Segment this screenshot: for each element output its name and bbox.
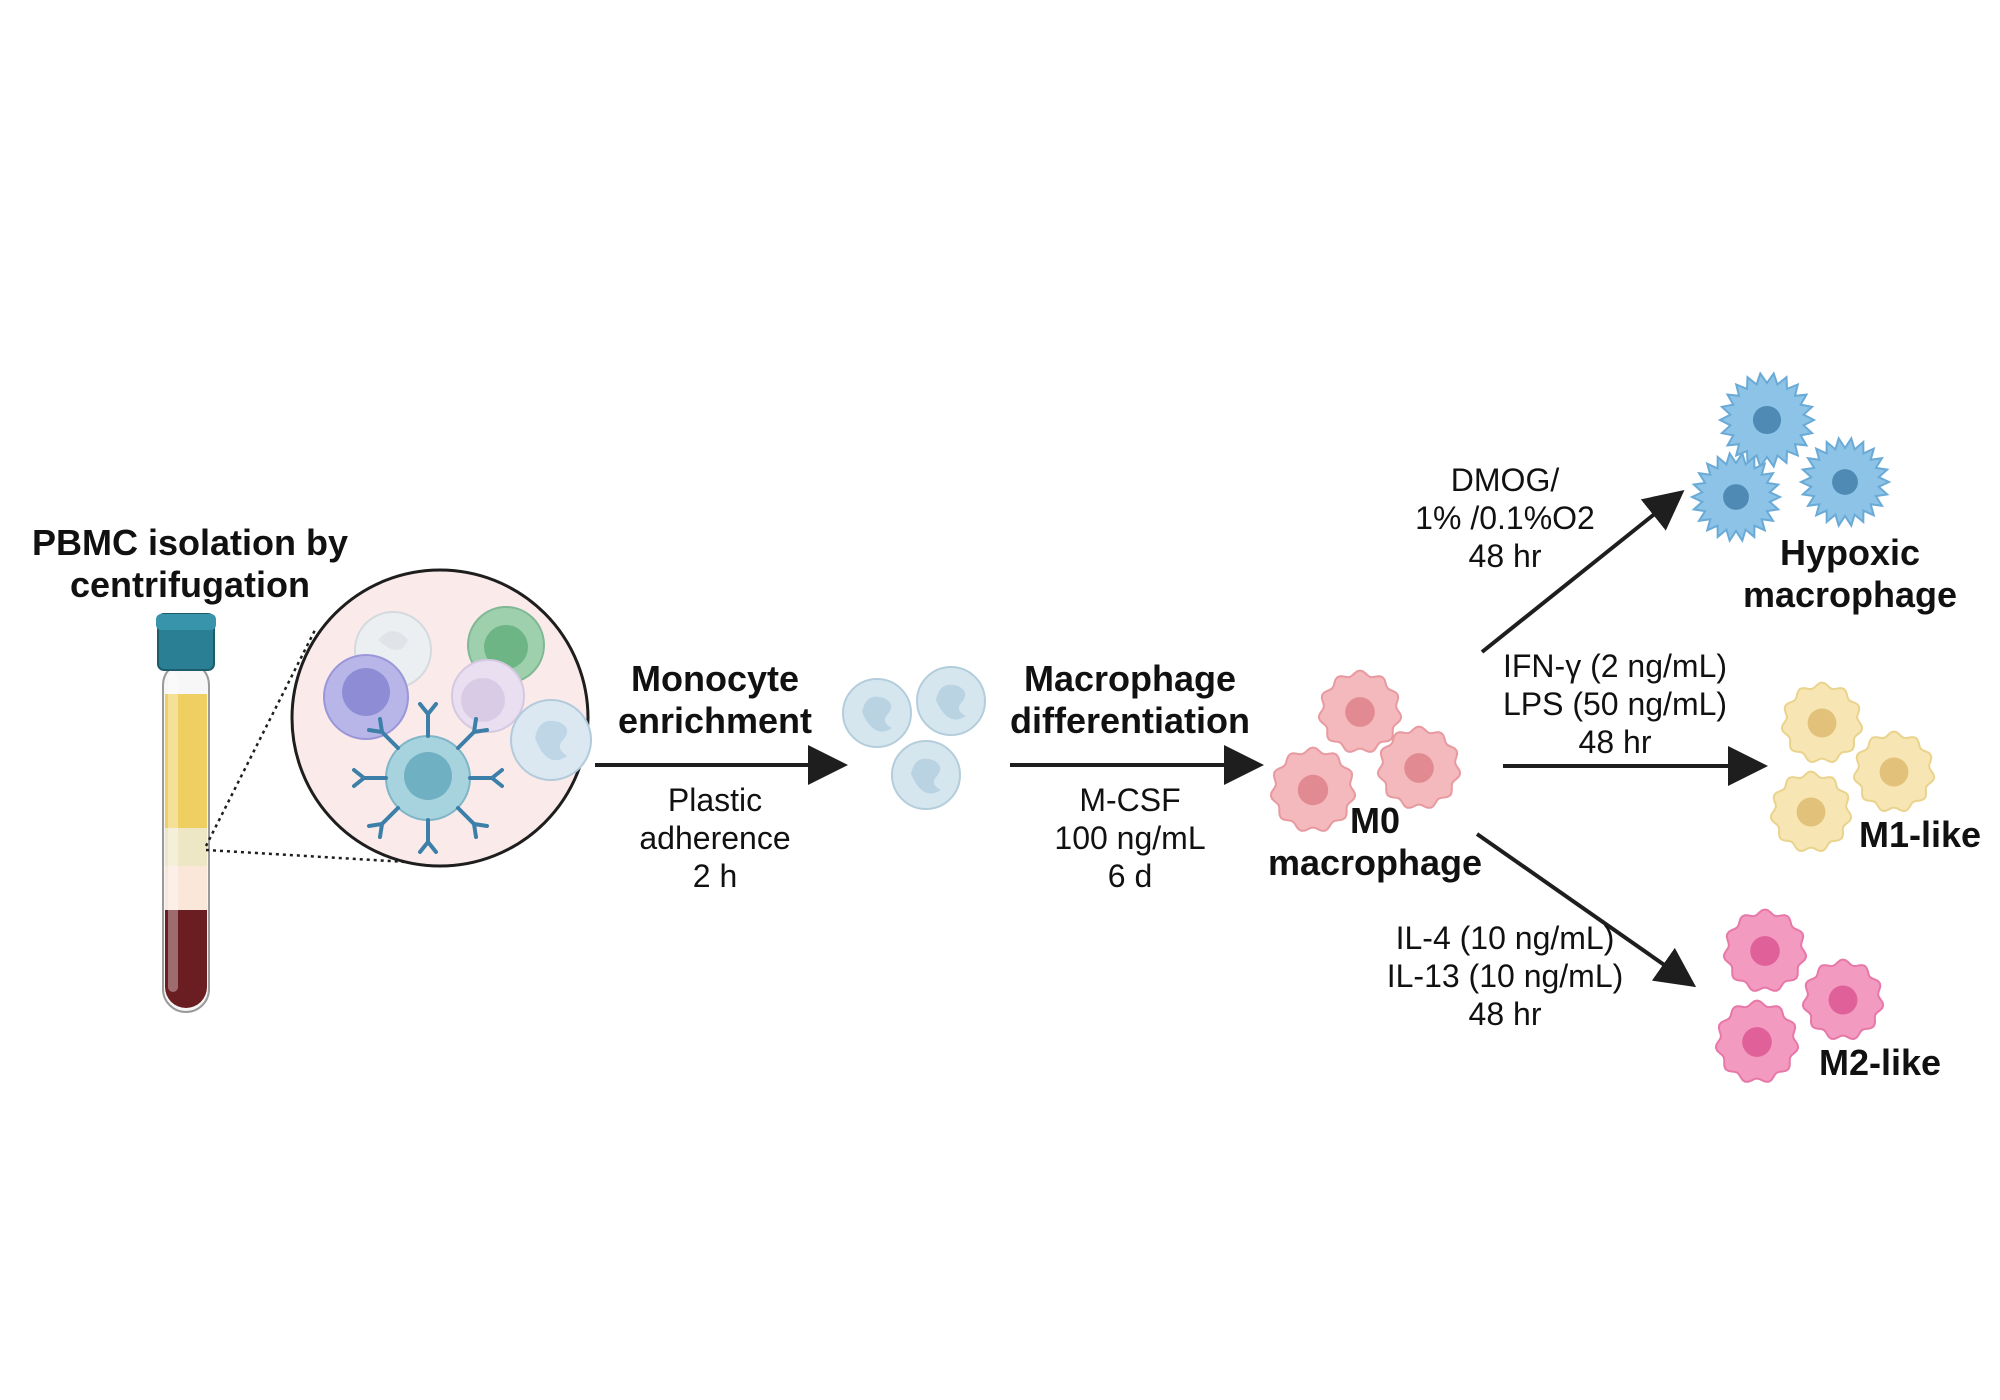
- cell-nucleus: [1752, 405, 1782, 435]
- monocyte-icon: [916, 666, 986, 736]
- enrichment-conditions: Plastic adherence 2 h: [639, 782, 791, 894]
- cell-nucleus: [1828, 985, 1858, 1015]
- cell-nucleus: [1832, 469, 1858, 495]
- tube-cap-top: [156, 614, 216, 630]
- m0-title: M0 macrophage: [1267, 800, 1483, 884]
- m1-macrophage-group: [1769, 681, 1936, 852]
- m2-conditions: IL-4 (10 ng/mL) IL-13 (10 ng/mL) 48 hr: [1386, 920, 1624, 1032]
- macrophage-icon: [1714, 999, 1800, 1083]
- b-cell-icon: [352, 702, 504, 854]
- enrichment-title: Monocyte enrichment: [617, 658, 813, 742]
- m2-title: M2-like: [1818, 1042, 1942, 1083]
- differentiation-conditions: M-CSF 100 ng/mL 6 d: [1054, 782, 1206, 894]
- hypoxic-conditions: DMOG/ 1% /0.1%O2 48 hr: [1415, 462, 1595, 574]
- cell-nucleus: [1345, 697, 1375, 727]
- macrophage-icon: [1780, 681, 1864, 763]
- macrophage-icon: [1722, 908, 1808, 992]
- macrophage-icon: [1376, 725, 1462, 809]
- spiky-macrophage-icon: [1717, 371, 1817, 469]
- cell-nucleus: [1750, 936, 1780, 966]
- cell-nucleus: [1742, 1027, 1772, 1057]
- tube-granulocyte-layer: [165, 866, 207, 910]
- cell-nucleus: [1404, 753, 1434, 783]
- tube-plasma-layer: [165, 694, 207, 828]
- monocyte-icon: [842, 678, 912, 748]
- m2-macrophage-group: [1714, 908, 1885, 1083]
- cell-nucleus: [1297, 774, 1329, 806]
- m0-macrophage-group: [1269, 669, 1462, 832]
- tube-buffy-coat-layer: [165, 828, 207, 866]
- monocyte-icon: [891, 740, 961, 810]
- macrophage-icon: [1317, 669, 1403, 753]
- macrophage-icon: [1801, 958, 1885, 1040]
- cell-nucleus: [1807, 708, 1837, 738]
- macrophage-icon: [1269, 746, 1357, 832]
- cell-nucleus: [1796, 797, 1826, 827]
- arrow-to-m2: [1475, 832, 1697, 988]
- hypoxic-macrophage-group: [1689, 371, 1892, 543]
- arrow-to-hypoxic: [1480, 490, 1685, 654]
- zoom-line-upper: [204, 629, 317, 847]
- tube-highlight: [168, 672, 178, 992]
- spiky-macrophage-icon: [1798, 436, 1892, 528]
- m1-title: M1-like: [1858, 814, 1982, 855]
- magnifier-circle-icon: [290, 568, 592, 868]
- tube-rbc-layer: [165, 910, 207, 1008]
- faded-cell-icon: [451, 659, 525, 733]
- cell-nucleus: [1723, 484, 1749, 510]
- blood-tube-icon: [156, 613, 216, 1013]
- lymphocyte-icon: [323, 654, 409, 740]
- monocyte-icon: [510, 699, 592, 781]
- pbmc-title: PBMC isolation by centrifugation: [31, 522, 349, 606]
- macrophage-icon: [1852, 730, 1936, 812]
- macrophage-icon: [1769, 770, 1853, 852]
- cell-nucleus: [1879, 757, 1909, 787]
- differentiation-title: Macrophage differentiation: [1010, 658, 1250, 742]
- spiky-macrophage-icon: [1689, 451, 1783, 543]
- m1-conditions: IFN-γ (2 ng/mL) LPS (50 ng/mL) 48 hr: [1502, 648, 1728, 760]
- hypoxic-title: Hypoxic macrophage: [1742, 532, 1958, 616]
- antibody-icon: [352, 702, 504, 854]
